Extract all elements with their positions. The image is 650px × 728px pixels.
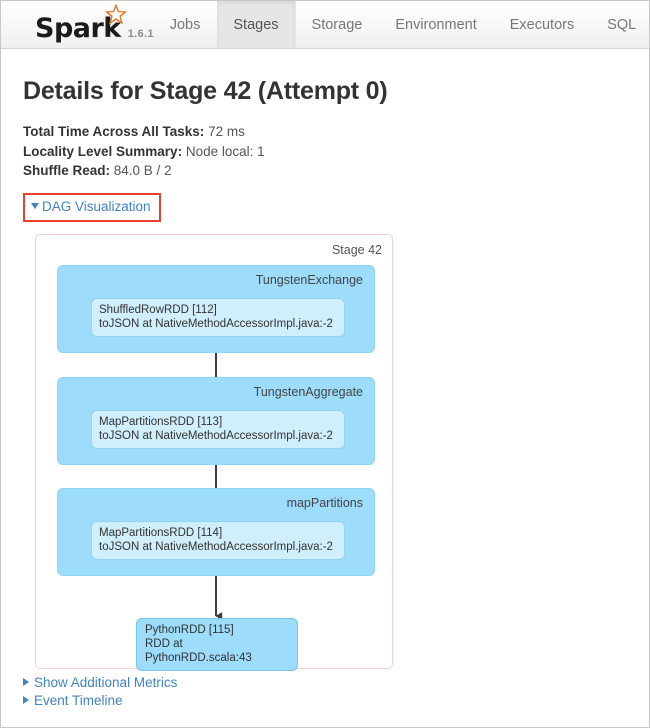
spark-version: 1.6.1 <box>127 28 154 40</box>
dag-rdd-title: MapPartitionsRDD [113] <box>99 415 223 428</box>
event-timeline-label: Event Timeline <box>34 692 123 708</box>
dag-rdd-title: ShuffledRowRDD [112] <box>99 303 217 316</box>
show-additional-metrics-label: Show Additional Metrics <box>34 674 178 690</box>
metric-shuffle-read-label: Shuffle Read: <box>23 163 111 178</box>
tab-storage[interactable]: Storage <box>311 16 363 33</box>
dag-visualization-panel: Stage 42 TungstenExchange ShuffledRowRDD… <box>35 233 393 671</box>
dag-rdd-title: MapPartitionsRDD [114] <box>99 526 223 539</box>
dag-rdd-subtitle: RDD at PythonRDD.scala:43 <box>145 637 252 664</box>
page-title: Details for Stage 42 (Attempt 0) <box>23 77 388 105</box>
dag-group-tungstenexchange[interactable]: TungstenExchange ShuffledRowRDD [112] to… <box>57 264 375 353</box>
dag-rdd-subtitle: toJSON at NativeMethodAccessorImpl.java:… <box>99 317 333 330</box>
metric-total-time: Total Time Across All Tasks: 72 ms <box>23 122 627 142</box>
dag-group-tungstenaggregate[interactable]: TungstenAggregate MapPartitionsRDD [113]… <box>57 376 375 465</box>
metric-total-time-value: 72 ms <box>208 124 245 139</box>
event-timeline-toggle[interactable]: Event Timeline <box>23 693 649 708</box>
dag-rdd-node-115[interactable]: PythonRDD [115] RDD at PythonRDD.scala:4… <box>136 617 298 671</box>
page-content: Details for Stage 42 (Attempt 0) Total T… <box>1 49 649 671</box>
footer-links: Show Additional Metrics Event Timeline <box>1 669 649 708</box>
logo-text: Spark <box>35 13 121 44</box>
dag-group-mappartitions[interactable]: mapPartitions MapPartitionsRDD [114] toJ… <box>57 487 375 576</box>
brand[interactable]: Spark 1.6.1 <box>1 1 154 48</box>
nav-tabs: Jobs Stages Storage Environment Executor… <box>154 1 649 48</box>
caret-down-icon <box>31 202 39 209</box>
dag-group-label: mapPartitions <box>286 495 363 510</box>
tab-executors[interactable]: Executors <box>509 16 575 33</box>
metric-locality: Locality Level Summary: Node local: 1 <box>23 142 627 162</box>
dag-group-label: TungstenAggregate <box>253 384 363 399</box>
caret-right-icon <box>23 677 29 686</box>
dag-rdd-node-113[interactable]: MapPartitionsRDD [113] toJSON at NativeM… <box>91 409 345 449</box>
dag-rdd-node-112[interactable]: ShuffledRowRDD [112] toJSON at NativeMet… <box>91 297 345 337</box>
spark-logo: Spark <box>35 3 127 44</box>
dag-rdd-node-114[interactable]: MapPartitionsRDD [114] toJSON at NativeM… <box>91 520 345 560</box>
metric-shuffle-read: Shuffle Read: 84.0 B / 2 <box>23 161 627 181</box>
dag-visualization-toggle[interactable]: DAG Visualization <box>31 199 151 214</box>
metric-locality-value: Node local: 1 <box>185 143 265 159</box>
show-additional-metrics-toggle[interactable]: Show Additional Metrics <box>23 675 649 690</box>
tab-sql[interactable]: SQL <box>607 16 637 33</box>
navbar: Spark 1.6.1 Jobs Stages Storage Environm… <box>1 1 649 49</box>
metric-shuffle-read-value: 84.0 B / 2 <box>113 163 172 178</box>
star-icon <box>104 3 127 25</box>
dag-rdd-subtitle: toJSON at NativeMethodAccessorImpl.java:… <box>99 429 333 442</box>
metric-locality-label: Locality Level Summary: <box>23 143 183 159</box>
metric-total-time-label: Total Time Across All Tasks: <box>23 124 205 139</box>
dag-stage-label: Stage 42 <box>331 242 382 257</box>
dag-rdd-title: PythonRDD [115] <box>145 623 234 636</box>
dag-visualization-toggle-label: DAG Visualization <box>42 198 151 214</box>
caret-right-icon <box>23 695 29 704</box>
dag-rdd-subtitle: toJSON at NativeMethodAccessorImpl.java:… <box>99 540 333 553</box>
tab-environment[interactable]: Environment <box>395 16 477 33</box>
tab-jobs[interactable]: Jobs <box>169 16 201 33</box>
dag-group-label: TungstenExchange <box>255 272 363 287</box>
dag-visualization-annotation: DAG Visualization <box>23 192 161 222</box>
tab-stages[interactable]: Stages <box>217 1 296 48</box>
